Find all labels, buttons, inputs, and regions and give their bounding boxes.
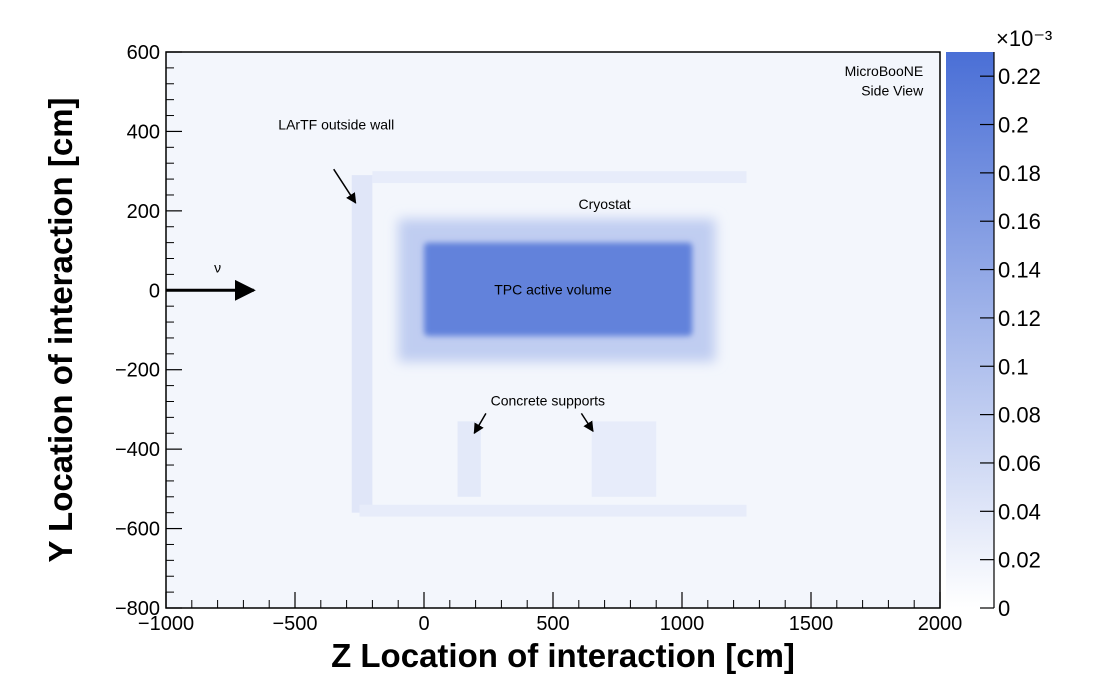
experiment-label: Side View (861, 83, 924, 99)
x-tick-label: 2000 (918, 613, 963, 635)
y-tick-label: 0 (149, 280, 160, 302)
colorbar-tick-label: 0 (998, 596, 1010, 621)
x-tick-label: 1000 (660, 613, 705, 635)
colorbar-tick-label: 0.04 (998, 499, 1041, 524)
y-tick-label: −800 (115, 598, 160, 620)
x-tick-label: 1500 (789, 613, 834, 635)
colorbar-tick-label: 0.16 (998, 209, 1041, 234)
y-axis: 600 400 200 0 −200 −400 −600 −800 (115, 42, 182, 620)
annotation-text: Cryostat (579, 196, 631, 212)
x-tick-label: −1000 (138, 613, 194, 635)
y-tick-label: 400 (127, 121, 160, 143)
x-axis-title: Z Location of interaction [cm] (331, 637, 795, 674)
annotation-text: Concrete supports (491, 392, 605, 408)
colorbar-tick-label: 0.1 (998, 354, 1029, 379)
y-tick-label: −400 (115, 439, 160, 461)
concrete-arrow-left (473, 413, 487, 435)
colorbar-tick-label: 0.18 (998, 161, 1041, 186)
y-tick-label: −600 (115, 519, 160, 541)
neutrino-symbol: ν (214, 259, 221, 275)
x-tick-label: −500 (272, 613, 317, 635)
region-tpc-active-volume (424, 242, 693, 336)
x-axis: −1000 −500 0 500 1000 1500 2000 (138, 592, 962, 635)
lartf-wall-arrow (333, 168, 357, 204)
y-tick-label: 600 (127, 42, 160, 64)
colorbar: 0 0.02 0.04 0.06 0.08 0.1 0.12 0.14 0.16 0.18 0.2 0… (946, 26, 1052, 621)
colorbar-tick-label: 0.14 (998, 258, 1041, 283)
region-concrete-support-left (457, 421, 481, 497)
region-building-floor (359, 504, 747, 517)
colorbar-tick-label: 0.12 (998, 306, 1041, 331)
colorbar-tick-label: 0.02 (998, 548, 1041, 573)
region-concrete-support-right (591, 421, 657, 497)
region-building-roof (372, 171, 747, 184)
concrete-arrow-right (580, 412, 594, 433)
annotation-text: TPC active volume (494, 281, 612, 297)
y-axis-title: Y Location of interaction [cm] (42, 97, 79, 562)
experiment-label: MicroBooNE (845, 63, 924, 79)
x-tick-label: 0 (418, 613, 429, 635)
plot-area (166, 52, 940, 608)
colorbar-tick-label: 0.06 (998, 451, 1041, 476)
annotation-text: LArTF outside wall (278, 116, 394, 132)
region-lartf-outside-wall (351, 175, 373, 513)
colorbar-tick-label: 0.08 (998, 403, 1041, 428)
colorbar-multiplier: ×10⁻³ (996, 26, 1052, 51)
y-tick-label: −200 (115, 360, 160, 382)
colorbar-tick-label: 0.2 (998, 113, 1029, 138)
x-tick-label: 500 (536, 613, 569, 635)
colorbar-tick-label: 0.22 (998, 64, 1041, 89)
colorbar-scale (946, 52, 994, 608)
y-tick-label: 200 (127, 201, 160, 223)
